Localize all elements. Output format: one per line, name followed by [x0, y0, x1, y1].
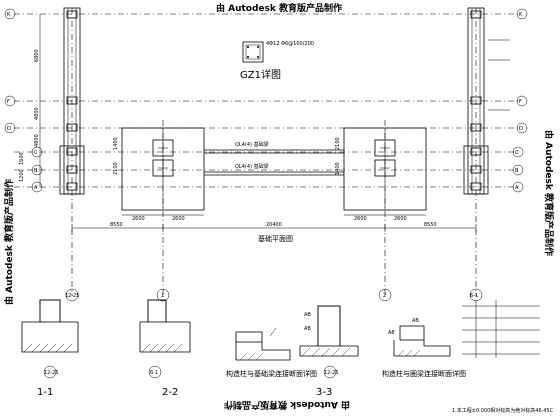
- axis-label: B: [34, 168, 38, 174]
- watermark-top: 由 Autodesk 教育版产品制作: [216, 2, 342, 14]
- pad-footing-1: 2600 2600 1400 2100: [113, 127, 205, 222]
- general-note: 1.本工程±0.000相对标高为绝对标高46.45C: [452, 407, 554, 414]
- rebar-label: AB: [412, 318, 419, 324]
- dim-text: 20400: [266, 222, 282, 228]
- watermark-right: 由 Autodesk 教育版产品制作: [543, 130, 555, 256]
- gz1-note: 4Φ12 Φ6@100/200: [266, 41, 314, 47]
- dim-text: 1400: [113, 137, 119, 150]
- section-2-2: 6-1 2-2: [139, 299, 191, 398]
- axis-label: C: [515, 150, 519, 156]
- axis-label: B: [515, 168, 519, 174]
- dim-text: 2100: [113, 162, 119, 175]
- beam-note: QL4(4) 基础梁: [235, 163, 269, 170]
- dim-text: 1200: [19, 169, 25, 182]
- dim-text: 1400: [335, 162, 341, 175]
- section-title: 3-3: [316, 387, 332, 398]
- dims-bottom: 8550 20400 8550: [71, 222, 477, 232]
- axis-label: 12-25: [44, 370, 59, 376]
- watermark-bottom: 由 Autodesk 教育版产品制作: [224, 399, 350, 411]
- section-detail-beam: 构造柱与基础梁连接断面详图: [226, 327, 317, 378]
- dim-text: 2600: [132, 216, 145, 222]
- pad-footing-2: 2600 2600 2100 1400: [335, 127, 427, 222]
- dim-text: 2600: [354, 216, 367, 222]
- section-3-3: AB AB 12-25 3-3: [299, 305, 359, 398]
- dim-text: 1600: [19, 152, 25, 165]
- wall-strip-right: [463, 7, 510, 195]
- axis-label: 6-1: [470, 293, 478, 299]
- rebar-label: AB: [304, 326, 311, 332]
- axis-label: K: [519, 12, 523, 18]
- beam-note: QL4(4) 基础梁: [235, 141, 269, 148]
- rebar-label: AB: [304, 312, 311, 318]
- axis-label: 12-25: [65, 293, 80, 299]
- wall-strip-left: [59, 7, 85, 195]
- axis-label: D: [519, 126, 523, 132]
- axis-bubbles-bottom: 12-25 1 2 6-1: [65, 288, 483, 302]
- axis-label: K: [7, 12, 11, 18]
- dim-text: 2100: [335, 137, 341, 150]
- section-1-1: 12-25 1-1: [21, 299, 79, 398]
- gz1-detail: 4Φ12 Φ6@100/200 GZ1详图: [240, 41, 314, 81]
- axis-bubbles-left: K F D C B A: [4, 8, 43, 193]
- dims-left: 6800 4800 4800 1600 1200: [19, 14, 41, 187]
- dim-text: 4800: [34, 134, 40, 147]
- dim-text: 4800: [34, 107, 40, 120]
- dim-text: 8550: [110, 222, 123, 228]
- dim-text: 2600: [394, 216, 407, 222]
- axis-label: F: [519, 99, 522, 105]
- axis-label: D: [7, 126, 11, 132]
- plan-title: 基础平面图: [258, 234, 293, 243]
- section-title: 2-2: [162, 387, 178, 398]
- axis-label: C: [34, 150, 38, 156]
- schedule-table: [462, 300, 540, 358]
- axis-label: F: [7, 99, 10, 105]
- axis-label: A: [515, 185, 519, 191]
- dim-text: 2600: [172, 216, 185, 222]
- gz1-title: GZ1详图: [240, 68, 281, 81]
- section-detail-title: 构造柱与圈梁连接断面详图: [382, 369, 466, 378]
- dim-text: 6800: [34, 49, 40, 62]
- dim-text: 8550: [424, 222, 437, 228]
- axis-label: 2: [383, 293, 386, 299]
- section-title: 1-1: [37, 387, 53, 398]
- watermark-left: 由 Autodesk 教育版产品制作: [3, 179, 15, 305]
- tie-beams: QL4(4) 基础梁 QL4(4) 基础梁: [204, 141, 344, 176]
- section-detail-ringbeam: AB A8 构造柱与圈梁连接断面详图: [382, 318, 466, 378]
- axis-label: 6-1: [150, 370, 158, 376]
- section-detail-title: 构造柱与基础梁连接断面详图: [226, 369, 317, 378]
- axis-label: A: [34, 185, 38, 191]
- plan-axis-lines: [14, 8, 520, 296]
- rebar-label: A8: [388, 330, 395, 336]
- axis-label: 1: [161, 293, 164, 299]
- axis-bubbles-right: K F D C B A: [512, 8, 528, 193]
- axis-label: 12-25: [324, 370, 339, 376]
